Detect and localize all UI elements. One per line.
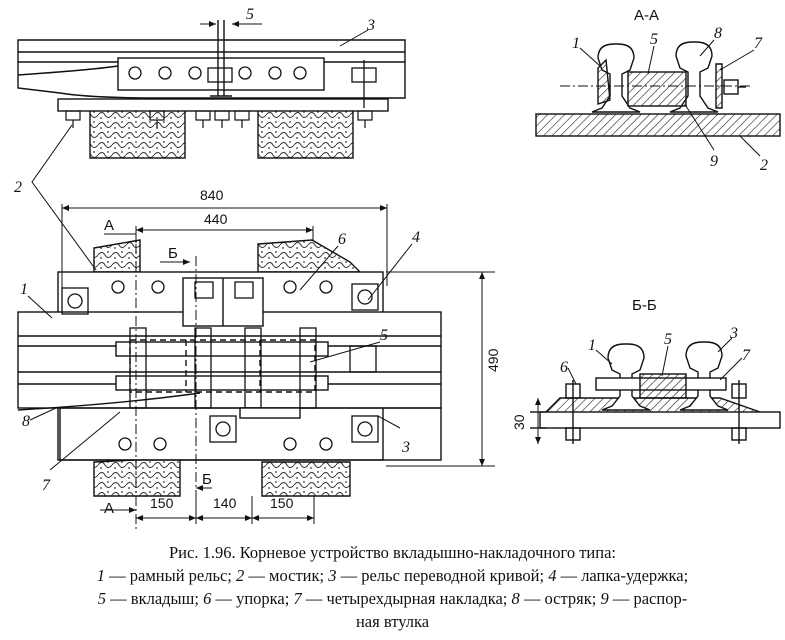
legend-text-3: — рельс переводной кривой; <box>336 566 549 585</box>
label-9-aa: 9 <box>710 153 718 170</box>
diagram-canvas: 5 3 2 <box>14 6 781 530</box>
section-aa-title: А-А <box>634 7 659 24</box>
label-1-aa: 1 <box>572 35 580 52</box>
sleeper-plan-1 <box>93 239 141 273</box>
legend-text-4: — лапка-удержка; <box>556 566 689 585</box>
label-3-bb: 3 <box>729 325 738 342</box>
label-5-top: 5 <box>246 6 254 23</box>
caption-legend-line-1: 1 — рамный рельс; 2 — мостик; 3 — рельс … <box>0 564 785 587</box>
label-6-bb: 6 <box>560 359 568 376</box>
sleeper-plan-4 <box>261 461 351 497</box>
legend-num-2: 2 <box>236 566 245 585</box>
label-6-plan: 6 <box>338 231 346 248</box>
mark-a-bottom: А <box>104 500 114 517</box>
dim-440: 440 <box>204 211 228 227</box>
dim-150-left: 150 <box>150 495 174 511</box>
bottom-nuts <box>65 110 373 128</box>
side-view <box>17 20 406 159</box>
caption-legend-line-2: 5 — вкладыш; 6 — упорка; 7 — четырехдырн… <box>0 587 785 610</box>
mark-b-top: Б <box>168 245 178 262</box>
legend-text-5: — вкладыш; <box>106 589 204 608</box>
legend-text-7: — четырехдырная накладка; <box>301 589 512 608</box>
label-3-plan: 3 <box>401 439 410 456</box>
label-1-plan: 1 <box>20 281 28 298</box>
mark-a-top: А <box>104 217 114 234</box>
label-5-plan: 5 <box>380 327 388 344</box>
plan-bolts <box>61 280 379 451</box>
legend-num-8: 8 <box>511 589 520 608</box>
legend-num-9: 9 <box>600 589 609 608</box>
label-2: 2 <box>14 179 22 196</box>
label-4-plan: 4 <box>412 229 420 246</box>
label-8-aa: 8 <box>714 25 722 42</box>
legend-num-1: 1 <box>96 566 106 585</box>
mark-b-bottom: Б <box>202 471 212 488</box>
label-5-aa: 5 <box>650 31 658 48</box>
legend-text-9: — распор- <box>608 589 688 608</box>
legend-num-5: 5 <box>97 589 107 608</box>
label-7-plan: 7 <box>42 477 51 494</box>
callout-2 <box>31 124 97 271</box>
caption-legend-tail: ная втулка <box>355 612 430 631</box>
section-bb-title: Б-Б <box>632 297 657 314</box>
dim-490: 490 <box>485 348 501 372</box>
legend-num-7: 7 <box>293 589 302 608</box>
label-1-bb: 1 <box>588 337 596 354</box>
legend-text-1: — рамный рельс; <box>105 566 237 585</box>
side-bolts <box>128 60 377 108</box>
sleeper-right <box>257 109 354 159</box>
label-8-plan: 8 <box>22 413 30 430</box>
section-bb <box>530 337 781 444</box>
figure-caption: Рис. 1.96. Корневое устройство вкладышно… <box>0 541 785 633</box>
legend-num-3: 3 <box>328 566 337 585</box>
label-2-aa: 2 <box>760 157 768 174</box>
section-aa <box>535 39 781 157</box>
dim-140: 140 <box>213 495 237 511</box>
label-5-bb: 5 <box>664 331 672 348</box>
dim-840: 840 <box>200 187 224 203</box>
label-3-top: 3 <box>366 17 375 34</box>
legend-text-6: — упорка; <box>211 589 294 608</box>
legend-text-2: — мостик; <box>244 566 329 585</box>
label-7-bb: 7 <box>742 347 751 364</box>
legend-num-4: 4 <box>548 566 557 585</box>
side-splice-bar <box>117 57 325 91</box>
sleeper-left <box>89 109 186 159</box>
dim-30: 30 <box>511 414 527 430</box>
caption-title: Рис. 1.96. Корневое устройство вкладышно… <box>169 543 616 562</box>
sleeper-plan-2 <box>257 239 362 273</box>
legend-num-6: 6 <box>203 589 212 608</box>
legend-text-8: — остряк; <box>519 589 601 608</box>
dimension-lines <box>27 204 495 530</box>
label-7-aa: 7 <box>754 35 763 52</box>
tie-plate-top <box>57 98 389 112</box>
sleeper-plan-3 <box>93 457 181 497</box>
plan-view <box>17 239 442 497</box>
dim-150-right: 150 <box>270 495 294 511</box>
